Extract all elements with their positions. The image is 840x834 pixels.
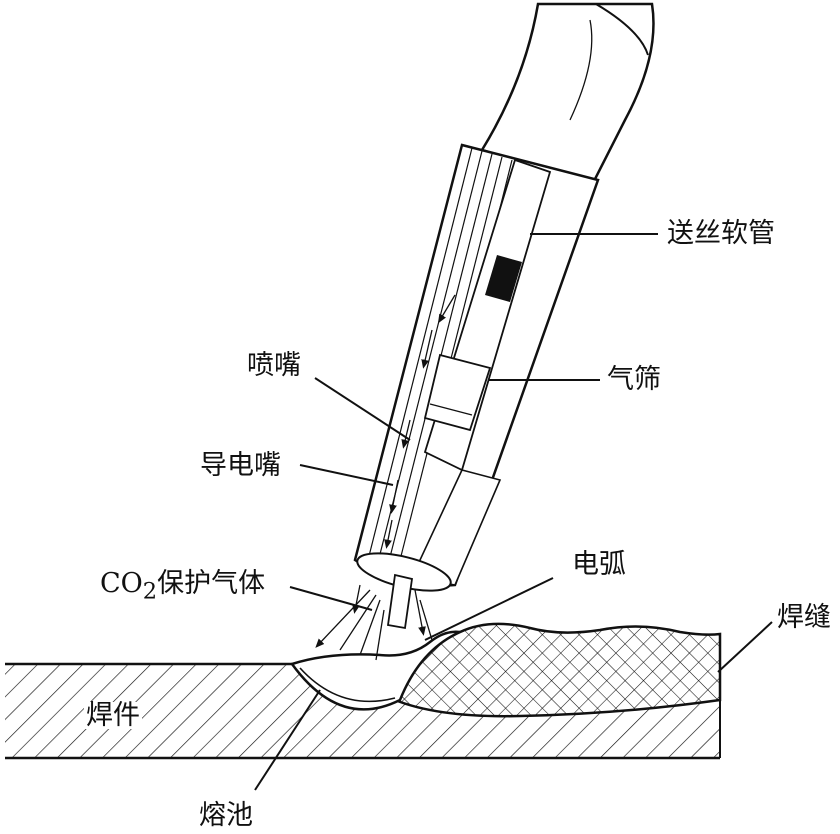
workpiece-plate — [5, 662, 721, 760]
torch-body — [353, 143, 600, 630]
co2-prefix: CO — [100, 568, 143, 599]
gas-flow-lines — [315, 584, 433, 661]
label-co2-shielding-gas: CO2保护气体 — [98, 568, 268, 605]
co2-suffix: 保护气体 — [157, 568, 266, 599]
molten-pool — [289, 630, 465, 711]
leader-lines — [254, 233, 773, 791]
label-arc: 电弧 — [570, 549, 628, 580]
label-gas-sieve: 气筛 — [605, 364, 663, 395]
label-workpiece: 焊件 — [84, 700, 142, 731]
co2-subscript: 2 — [142, 578, 158, 605]
label-nozzle: 喷嘴 — [245, 350, 303, 381]
weld-bead — [393, 622, 722, 718]
label-molten-pool: 熔池 — [197, 800, 255, 831]
label-contact-tip: 导电嘴 — [198, 450, 283, 481]
label-wire-feed-hose: 送丝软管 — [665, 218, 777, 249]
label-weld-seam: 焊缝 — [775, 602, 833, 633]
